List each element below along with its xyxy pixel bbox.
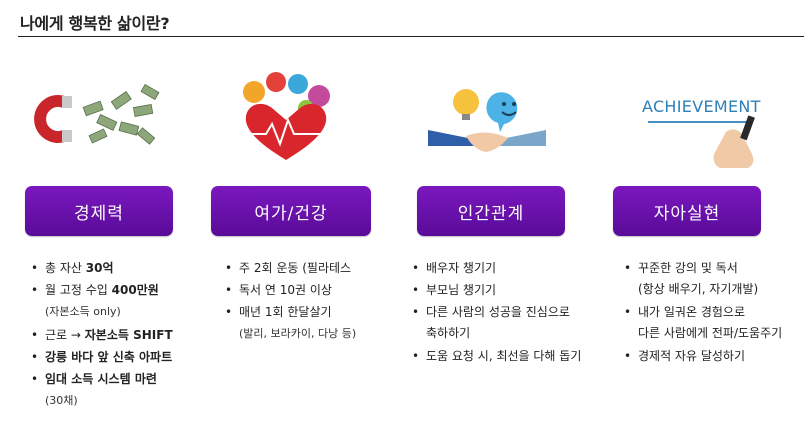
list-item: 월 고정 수입 400만원 [31, 279, 173, 301]
list-item: 꾸준한 강의 및 독서 [624, 257, 782, 279]
list-item: 배우자 챙기기 [412, 257, 581, 279]
list-item-sub: (항상 배우기, 자기개발) [638, 282, 759, 296]
list-item: 임대 소득 시스템 마련 [31, 368, 173, 390]
list-leisure-health: 주 2회 운동 (필라테스 독서 연 10권 이상 매년 1회 한달살기 (발리… [225, 257, 356, 346]
list-item: 부모님 챙기기 [412, 279, 581, 301]
list-self-actualization: 꾸준한 강의 및 독서 (항상 배우기, 자기개발) 내가 일궈온 경험으로 다… [624, 257, 782, 367]
list-item-sub: (30채) [45, 394, 78, 407]
list-item: 내가 일궈온 경험으로 [624, 301, 782, 323]
list-item: 도움 요청 시, 최선을 다해 돕기 [412, 345, 581, 367]
list-item: 경제적 자유 달성하기 [624, 345, 782, 367]
list-item-sub: 다른 사람에게 전파/도움주기 [638, 326, 783, 340]
achievement-word: ACHIEVEMENT [642, 97, 761, 116]
list-item-sub: (자본소득 only) [45, 305, 121, 318]
title-divider [18, 36, 804, 37]
list-item-sub: 축하하기 [426, 326, 471, 340]
list-item: 주 2회 운동 (필라테스 [225, 257, 356, 279]
list-item: 근로 → 자본소득 SHIFT [31, 324, 173, 346]
handshake-icon [428, 89, 546, 152]
achievement-hand-icon: ACHIEVEMENT [642, 97, 761, 168]
page-title: 나에게 행복한 삶이란? [20, 14, 170, 33]
heading-relationships: 인간관계 [417, 186, 565, 236]
heading-self-actualization: 자아실현 [613, 186, 761, 236]
list-item: 매년 1회 한달살기 [225, 301, 356, 323]
list-economy: 총 자산 30억 월 고정 수입 400만원 (자본소득 only) 근로 → … [31, 257, 173, 413]
list-relationships: 배우자 챙기기 부모님 챙기기 다른 사람의 성공을 진심으로 축하하기 도움 … [412, 257, 581, 367]
list-item: 강릉 바다 앞 신축 아파트 [31, 346, 173, 368]
list-item: 독서 연 10권 이상 [225, 279, 356, 301]
magnet-money-icon [34, 84, 160, 145]
list-item-sub: (발리, 보라카이, 다낭 등) [239, 327, 357, 340]
heart-health-icon [243, 72, 330, 160]
heading-leisure-health: 여가/건강 [211, 186, 371, 236]
heading-economy: 경제력 [25, 186, 173, 236]
list-item: 다른 사람의 성공을 진심으로 [412, 301, 581, 323]
list-item: 총 자산 30억 [31, 257, 173, 279]
